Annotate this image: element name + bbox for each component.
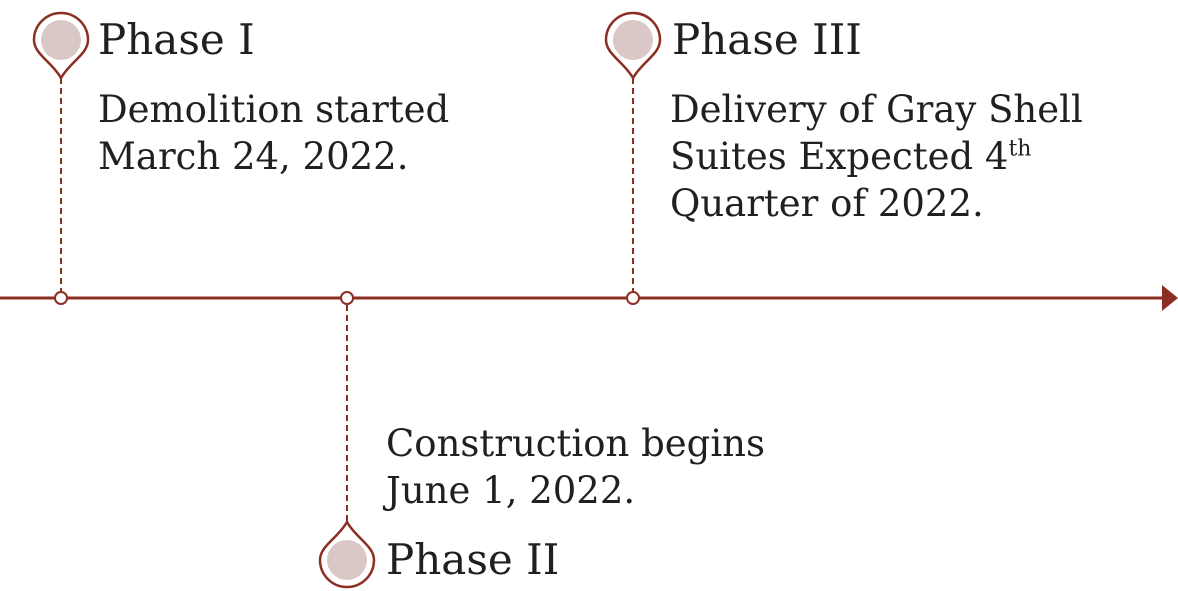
phase-1-node [54,291,68,305]
phase-3-line-3: Quarter of 2022. [670,182,984,225]
map-pin-icon [32,11,90,81]
phase-3-ordinal-suffix: th [1008,136,1032,162]
phase-1-line-1: Demolition started [98,88,450,131]
phase-3-node [626,291,640,305]
phase-3-line-2-text: Suites Expected 4 [670,135,1009,178]
phase-2-line-2: June 1, 2022. [386,469,636,512]
phase-3-line-2: Suites Expected 4th [670,133,1083,180]
phase-3-description: Delivery of Gray Shell Suites Expected 4… [670,86,1083,227]
map-pin-icon [318,519,376,589]
map-pin-icon [604,11,662,81]
phase-2-line-1: Construction begins [386,422,765,465]
phase-1-description: Demolition started March 24, 2022. [98,86,449,180]
arrowhead-icon [1162,285,1178,311]
phase-1-title: Phase I [98,15,255,64]
phase-3-title: Phase III [672,15,862,64]
phase-2-description: Construction begins June 1, 2022. [386,420,765,514]
phase-2-node [340,291,354,305]
phase-3-line-1: Delivery of Gray Shell [670,88,1083,131]
phase-2-title: Phase II [386,535,560,584]
phase-1-line-2: March 24, 2022. [98,135,409,178]
